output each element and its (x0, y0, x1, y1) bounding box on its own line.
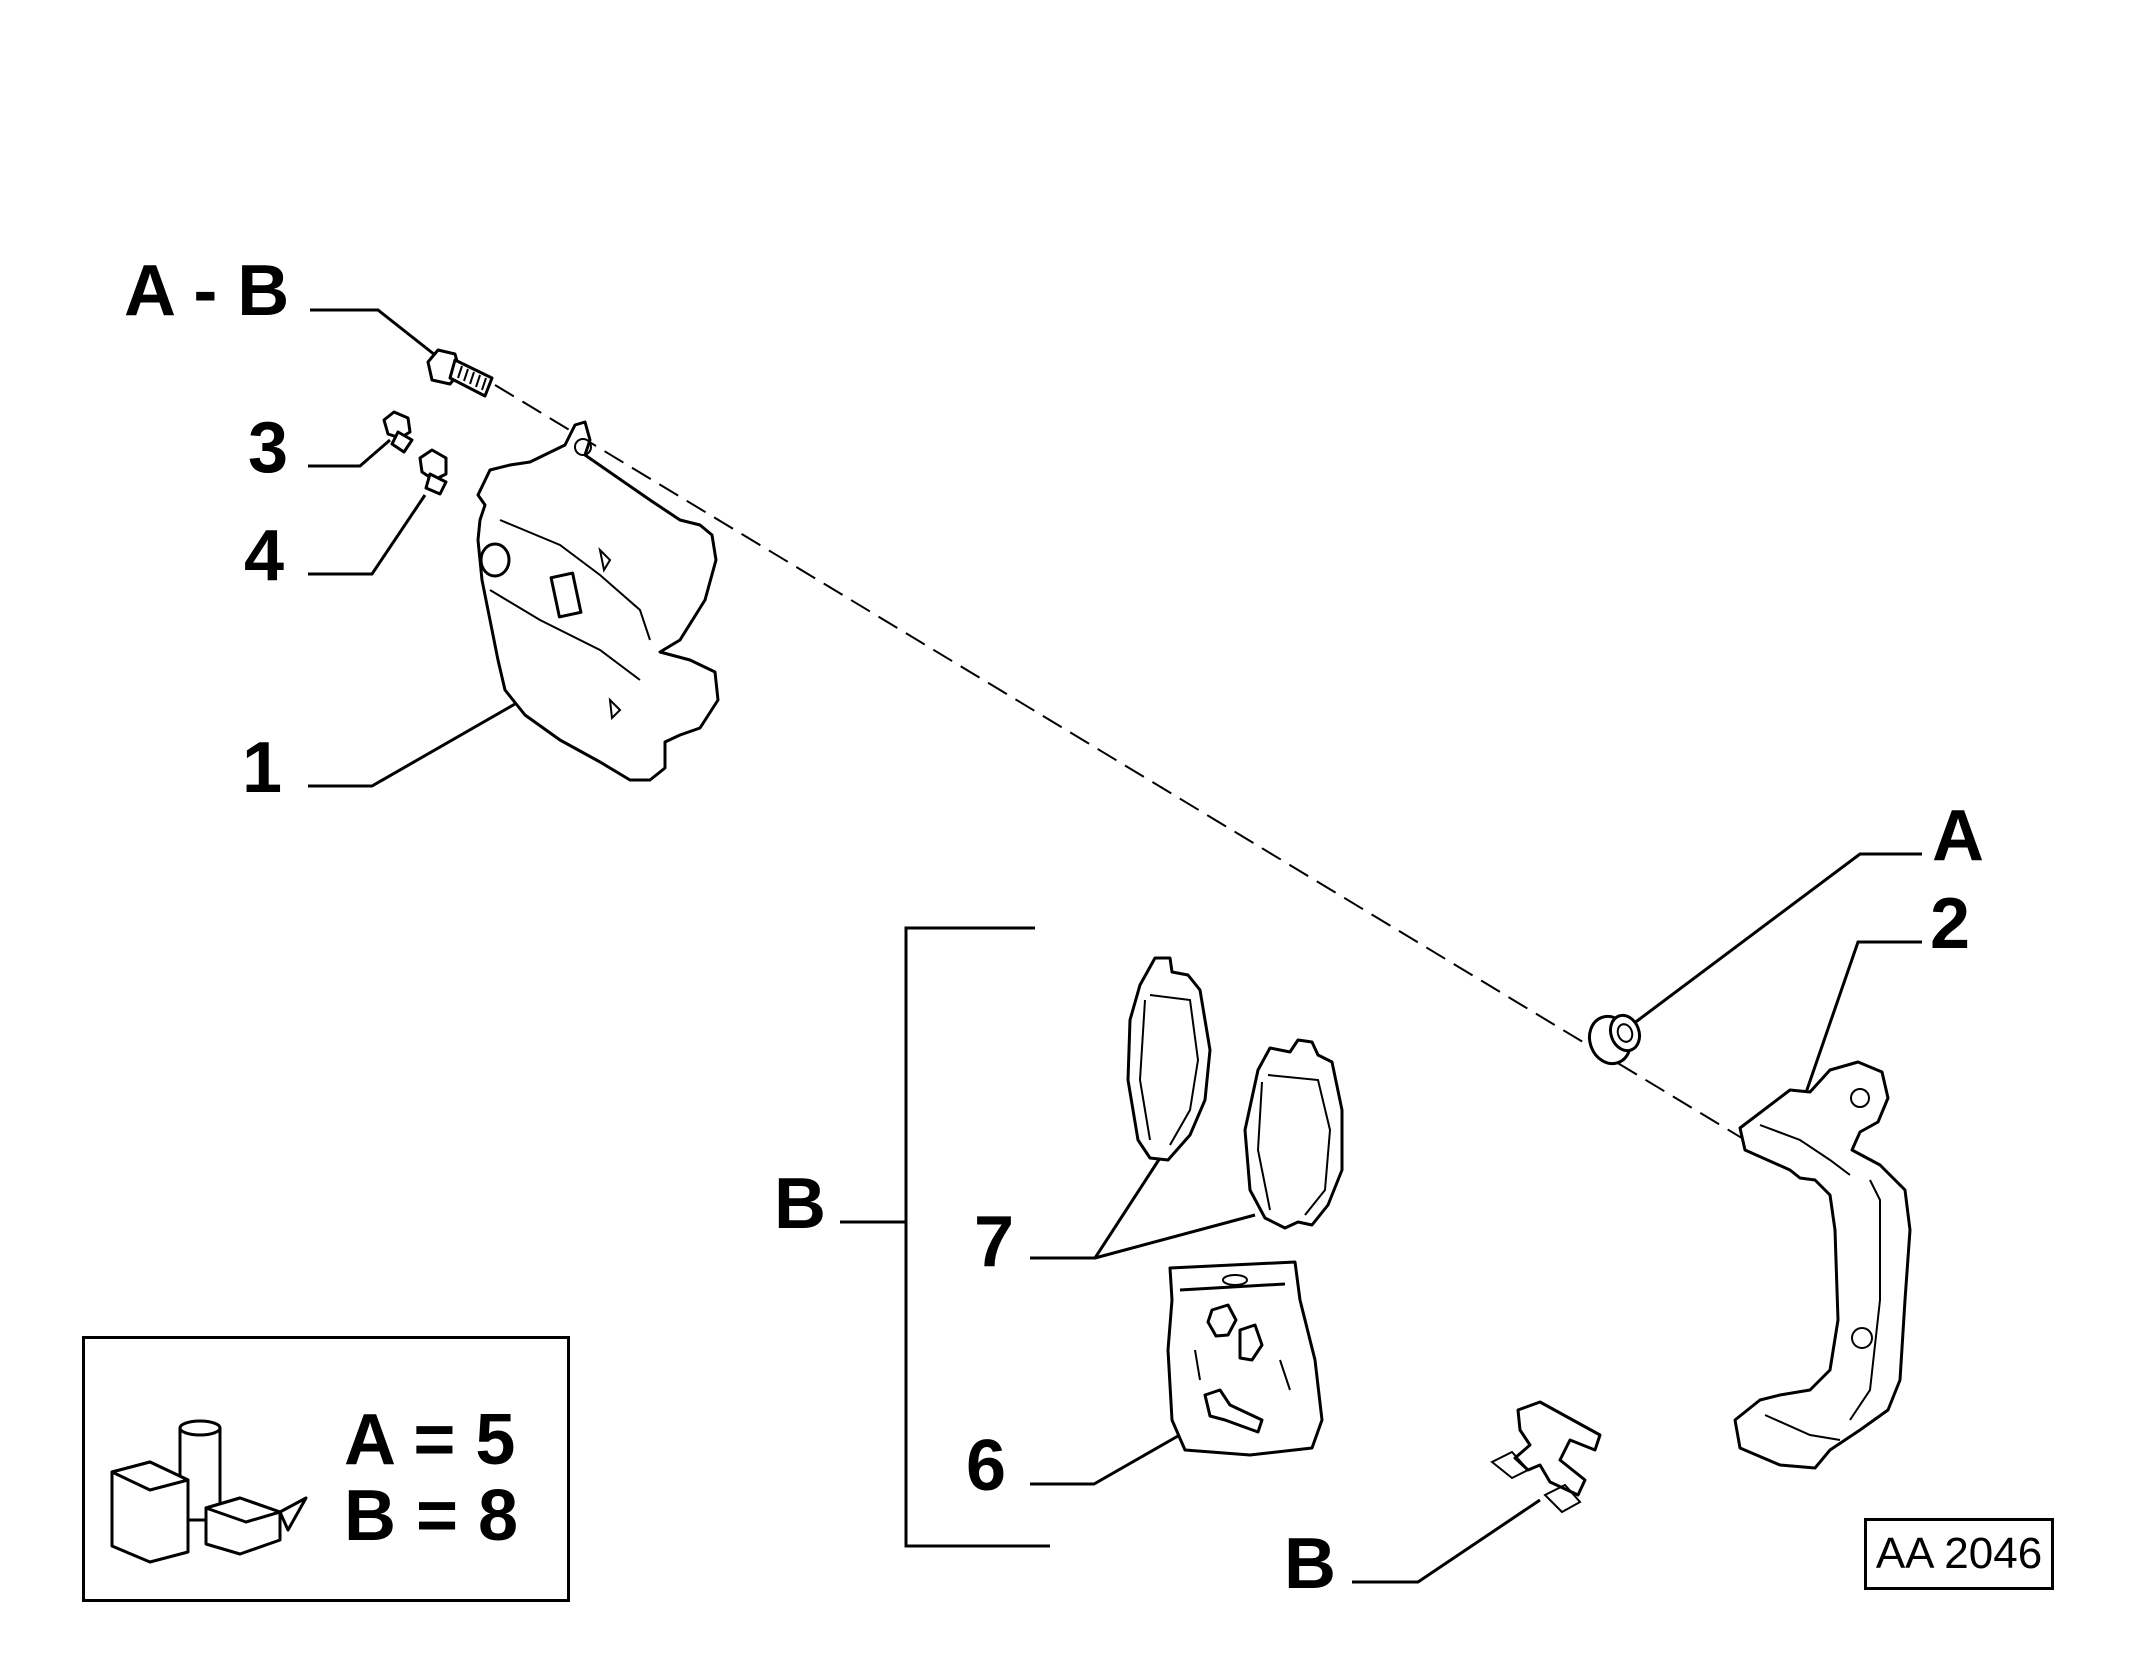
guide-bushing-part (1587, 1013, 1642, 1066)
dust-cap-part (418, 448, 448, 496)
group-bracket-b (904, 926, 1050, 1548)
leader-7b (1094, 1213, 1256, 1260)
leader-6 (1030, 1434, 1179, 1486)
legend-packaging-icon (110, 1419, 308, 1564)
bleeder-screw-part (382, 410, 414, 454)
leader-3 (308, 438, 391, 468)
callout-ab: A - B (124, 251, 290, 331)
leader-1 (308, 698, 523, 788)
leader-a (1624, 852, 1922, 1032)
legend-line-a: A = 5 (344, 1400, 516, 1480)
callout-3: 3 (248, 408, 289, 488)
callout-b-group: B (774, 1164, 826, 1244)
leader-b-clip (1352, 1498, 1541, 1584)
callout-6: 6 (966, 1426, 1007, 1506)
caliper-bracket-part (1733, 1060, 1912, 1470)
brake-pad-left-part (1126, 956, 1212, 1162)
callout-2: 2 (1930, 884, 1971, 964)
callout-b-clip: B (1284, 1524, 1336, 1604)
leader-7 (1030, 1157, 1162, 1260)
callout-7: 7 (974, 1202, 1015, 1282)
reference-code: AA 2046 (1864, 1518, 2054, 1590)
legend-box (82, 1336, 570, 1602)
fitting-kit-bag-part (1166, 1260, 1324, 1457)
bolt-part (426, 348, 494, 398)
callout-4: 4 (244, 516, 285, 596)
callout-1: 1 (242, 728, 283, 808)
leader-4 (308, 494, 427, 576)
anti-rattle-clip-part (1490, 1400, 1602, 1514)
caliper-body-part (476, 420, 720, 782)
brake-pad-right-part (1243, 1038, 1344, 1230)
callout-a: A (1932, 796, 1984, 876)
legend-line-b: B = 8 (344, 1476, 519, 1556)
assembly-axis-line (494, 384, 1771, 1156)
leader-ab (310, 308, 436, 357)
leader-2 (1798, 940, 1922, 1111)
